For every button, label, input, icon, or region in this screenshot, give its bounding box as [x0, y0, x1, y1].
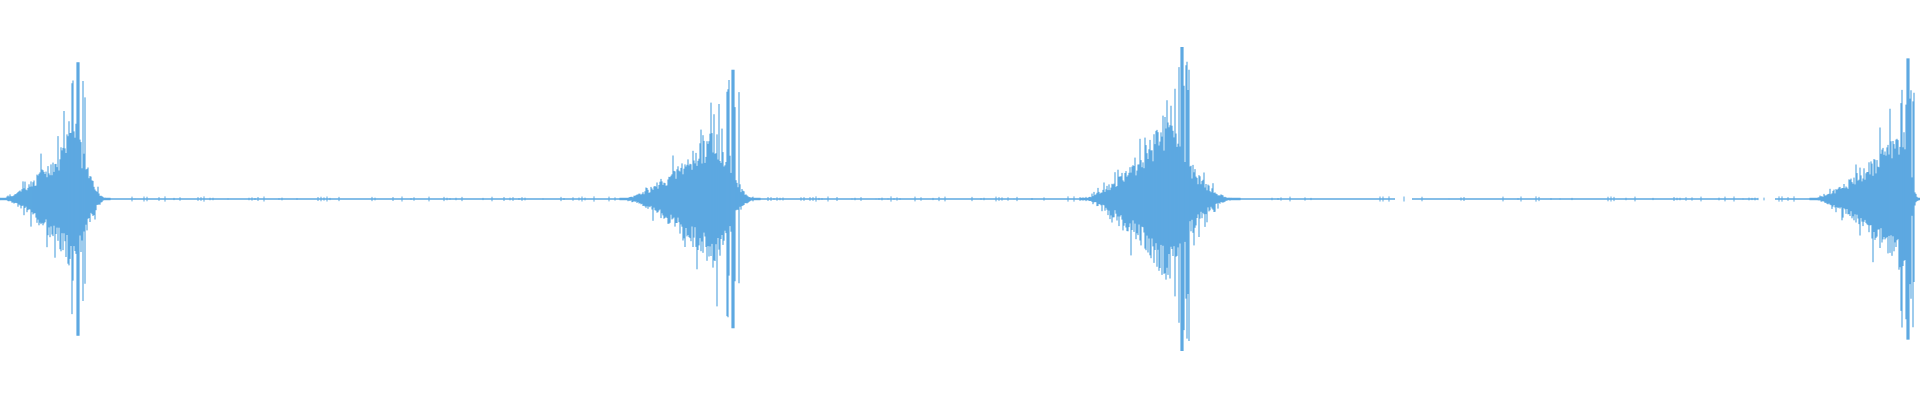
waveform-burst-1: [0, 62, 111, 336]
waveform-burst-2: [619, 69, 761, 329]
waveform-burst-3: [1079, 47, 1241, 351]
waveform-burst-4: [1809, 58, 1920, 340]
waveform-baseline: [0, 196, 1920, 202]
waveform-bursts: [0, 47, 1920, 351]
